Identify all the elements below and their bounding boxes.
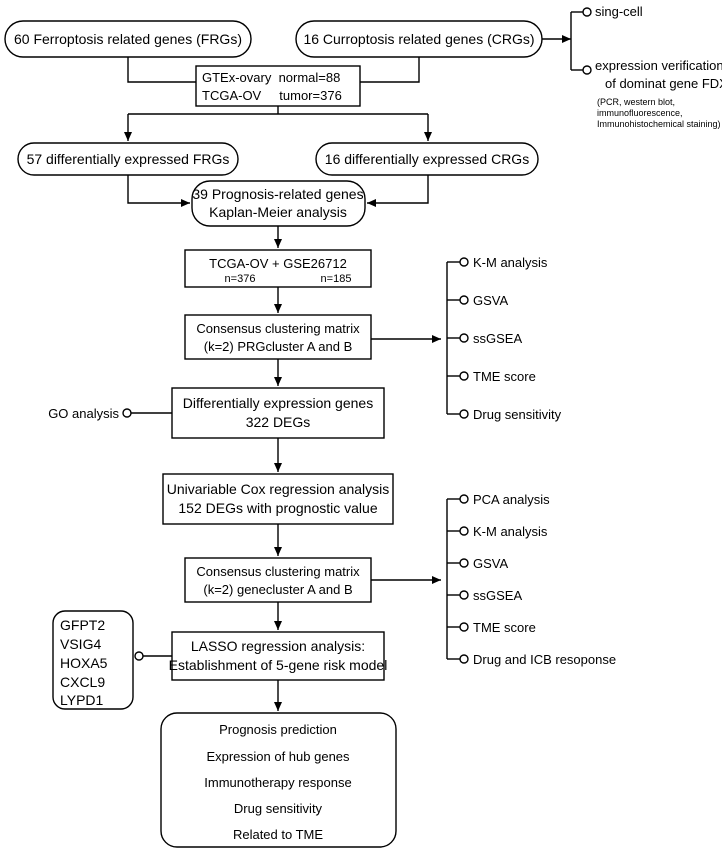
gene-item: LYPD1 (60, 692, 104, 708)
verification-node-2 (582, 65, 592, 75)
datasets-line2: TCGA-OV tumor=376 (202, 88, 342, 103)
gene-item: GFPT2 (60, 617, 105, 633)
cohort-n1: n=376 (225, 273, 256, 285)
expression-verification-line2: of dominat gene FDX1 (605, 76, 722, 91)
go-analysis-node (122, 408, 132, 418)
cohort-line1: TCGA-OV + GSE26712 (209, 256, 347, 271)
connector-crgs-datasets (360, 57, 420, 83)
cox-line1: Univariable Cox regression analysis (167, 481, 390, 497)
datasets-line1: GTEx-ovary normal=88 (202, 70, 340, 85)
go-analysis-label: GO analysis (48, 406, 119, 421)
outcome-item: Drug sensitivity (234, 801, 323, 816)
branch1-item: TME score (473, 369, 536, 384)
connector-frgs-datasets (127, 57, 196, 83)
branch2-item: ssGSEA (473, 588, 522, 603)
gene-item: CXCL9 (60, 674, 105, 690)
branch2-list: PCA analysis K-M analysis GSVA ssGSEA TM… (447, 492, 616, 667)
degs-line2: 322 DEGs (246, 414, 311, 430)
crgs-label: 16 Curroptosis related genes (CRGs) (303, 31, 534, 47)
consensus2-line2: (k=2) genecluster A and B (203, 582, 352, 597)
cohort-n2: n=185 (321, 273, 352, 285)
outcomes-list: Prognosis prediction Expression of hub g… (204, 722, 351, 842)
consensus1-line1: Consensus clustering matrix (196, 321, 360, 336)
diff-crgs-label: 16 differentially expressed CRGs (325, 151, 529, 167)
branch2-item: Drug and ICB resoponse (473, 652, 616, 667)
diff-crgs-box (315, 142, 539, 176)
methods-line1: (PCR, western blot, (597, 97, 675, 107)
methods-line3: Immunohistochemical staining) (597, 119, 721, 129)
gene-item: VSIG4 (60, 636, 101, 652)
cox-box (162, 473, 394, 525)
outcome-item: Prognosis prediction (219, 722, 337, 737)
cohort-box (184, 249, 372, 288)
gene-list-node (134, 651, 144, 661)
branch1-item: K-M analysis (473, 255, 548, 270)
lasso-line2: Establishment of 5-gene risk model (169, 657, 388, 673)
branch1-item: Drug sensitivity (473, 407, 562, 422)
outcome-item: Expression of hub genes (206, 749, 350, 764)
branch2-item: PCA analysis (473, 492, 550, 507)
methods-line2: immunofluorescence, (597, 108, 683, 118)
prognosis-line2: Kaplan-Meier analysis (209, 204, 347, 220)
branch1-item: ssGSEA (473, 331, 522, 346)
branch1-item: GSVA (473, 293, 508, 308)
single-cell-label: sing-cell (595, 4, 643, 19)
branch2-item: TME score (473, 620, 536, 635)
branch1-list: K-M analysis GSVA ssGSEA TME score Drug … (447, 255, 562, 422)
lasso-line1: LASSO regression analysis: (191, 638, 365, 654)
frgs-label: 60 Ferroptosis related genes (FRGs) (14, 31, 242, 47)
consensus1-line2: (k=2) PRGcluster A and B (204, 339, 352, 354)
degs-line1: Differentially expression genes (183, 395, 373, 411)
gene-list-box (52, 610, 134, 710)
arrow-frgs-to-prognosis (127, 175, 190, 207)
arrow-crgs-to-prognosis (367, 175, 429, 207)
branch2-item: GSVA (473, 556, 508, 571)
gene-item: HOXA5 (60, 655, 108, 671)
branch2-item: K-M analysis (473, 524, 548, 539)
verification-node-1 (582, 7, 592, 17)
diff-frgs-label: 57 differentially expressed FRGs (27, 151, 230, 167)
consensus2-line1: Consensus clustering matrix (196, 564, 360, 579)
outcomes-box (160, 712, 397, 848)
cox-line2: 152 DEGs with prognostic value (178, 500, 377, 516)
gene-list: GFPT2 VSIG4 HOXA5 CXCL9 LYPD1 (60, 617, 108, 708)
prognosis-line1: 39 Prognosis-related genes (192, 186, 363, 202)
outcome-item: Immunotherapy response (204, 775, 351, 790)
expression-verification-line1: expression verification (595, 58, 722, 73)
outcome-item: Related to TME (233, 827, 323, 842)
